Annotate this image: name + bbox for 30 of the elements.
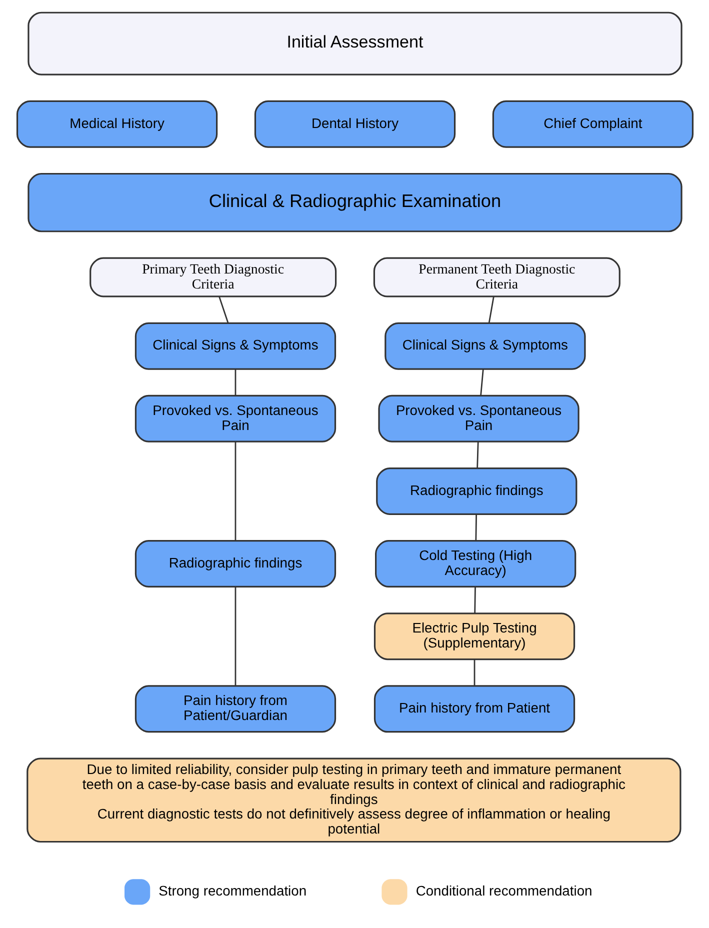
node-box: Pain history from Patient [373, 685, 575, 733]
connector [488, 296, 494, 324]
node-box: Dental History [254, 100, 456, 148]
connector [218, 296, 228, 324]
legend-label: Strong recommendation [158, 882, 306, 899]
node-box: Provoked vs. Spontaneous Pain [378, 394, 579, 442]
node-box: Radiographic findings [134, 540, 336, 588]
legend-label: Conditional recommendation [415, 882, 592, 899]
connector [474, 586, 476, 614]
connector [234, 442, 236, 540]
node-box: Chief Complaint [492, 100, 694, 148]
node-box: Medical History [16, 100, 218, 148]
node-box: Due to limited reliability, consider pulp testing in primary teeth and immature permanent teeth on a case-by-case basis and evaluate results in context of clinical and radiographic findings Current diagnostic tests do not definitively assess degree of inflammation or healing potential [26, 758, 681, 843]
node-box: Initial Assessment [27, 12, 682, 76]
node-box: Cold Testing (High Accuracy) [374, 540, 576, 588]
node-box: Electric Pulp Testing (Supplementary) [373, 612, 575, 660]
connector [476, 442, 478, 468]
connector [234, 369, 236, 396]
node-box: Clinical Signs & Symptoms [134, 322, 336, 370]
connector [480, 368, 484, 396]
connector [474, 514, 476, 541]
node-box: Pain history from Patient/Guardian [134, 685, 336, 733]
node-box: Provoked vs. Spontaneous Pain [134, 394, 336, 442]
node-box: Primary Teeth Diagnostic Criteria [89, 257, 336, 298]
node-box: Clinical Signs & Symptoms [384, 322, 586, 370]
node-box: Clinical & Radiographic Examination [27, 172, 682, 232]
connector [473, 659, 475, 686]
node-box: Permanent Teeth Diagnostic Criteria [372, 257, 620, 298]
connector [234, 586, 236, 686]
node-box: Radiographic findings [376, 467, 577, 515]
